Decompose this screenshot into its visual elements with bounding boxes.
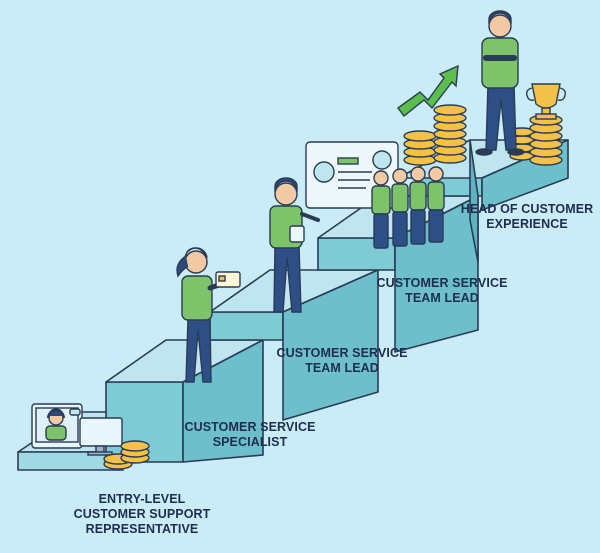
step-label-line: REPRESENTATIVE (85, 522, 199, 536)
coin-stack-icon (103, 440, 150, 470)
step-label-line: TEAM LEAD (405, 291, 479, 305)
step-label-line: CUSTOMER SUPPORT (73, 507, 211, 521)
headset-icon (47, 409, 65, 419)
team-lead-figure (269, 177, 320, 313)
step-label-line: CUSTOMER SERVICE (184, 420, 316, 434)
step-label-entry-level: ENTRY-LEVEL CUSTOMER SUPPORT REPRESENTAT… (62, 492, 222, 537)
coin-stacks (403, 104, 563, 166)
step-label-head-of-cx: HEAD OF CUSTOMER EXPERIENCE (458, 202, 596, 232)
step-label-line: SPECIALIST (212, 435, 288, 449)
step-label-line: EXPERIENCE (486, 217, 568, 231)
specialist-figure (176, 247, 241, 383)
step-label-specialist: CUSTOMER SERVICE SPECIALIST (180, 420, 320, 450)
growth-arrow-icon (397, 64, 459, 117)
step-label-line: TEAM LEAD (305, 361, 379, 375)
step-label-line: CUSTOMER SERVICE (376, 276, 508, 290)
step-2-back (209, 311, 284, 341)
step-3-riser (282, 269, 379, 421)
step-label-line: CUSTOMER SERVICE (276, 346, 408, 360)
step-2-riser (182, 339, 264, 463)
step-5-side (469, 139, 479, 263)
step-1-props (31, 403, 150, 470)
step-label-line: ENTRY-LEVEL (98, 492, 186, 506)
step-label-line: HEAD OF CUSTOMER (460, 202, 594, 216)
trophy-icon (525, 83, 567, 120)
step-label-team-lead-2: CUSTOMER SERVICE TEAM LEAD (372, 276, 512, 306)
monitor-icon (79, 417, 123, 447)
head-figure (475, 10, 525, 156)
step-4-props (305, 141, 445, 249)
step-label-team-lead-1: CUSTOMER SERVICE TEAM LEAD (272, 346, 412, 376)
step-5-props (397, 10, 567, 166)
